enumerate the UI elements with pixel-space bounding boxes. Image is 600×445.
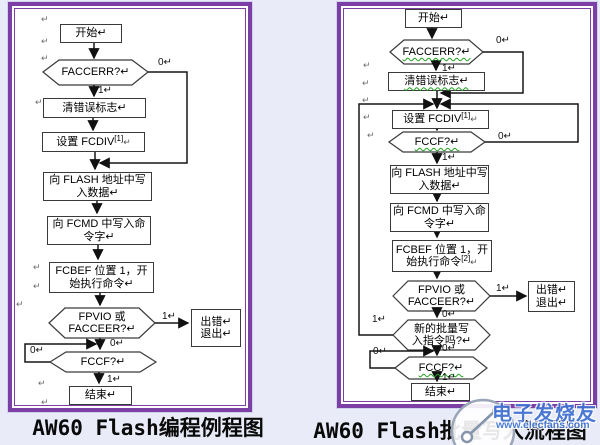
right-faccerr-one-branch: 1↵ [442,63,456,74]
left-fccf-decision: FCCF?↵ [80,355,126,368]
left-fpvio-decision: FPVIO 或 FACCEER?↵ [68,310,136,336]
left-set-fcdiv-step: 设置 FCDIV[1]↵ [42,132,145,152]
pilcrow-mark: ↵ [41,36,49,46]
right-fcbef-line2: 始执行命令[2]↵ [406,254,478,269]
left-faccerr-decision: FACCERR?↵ [43,60,148,85]
pilcrow-mark: ↵ [367,130,375,140]
right-fpvio-zero-branch: 0↵ [442,309,456,320]
left-faccerr-zero-branch: 0↵ [158,57,172,68]
left-set-fcdiv-superscript: [1] [114,133,124,143]
elecfans-watermark-url: www.elecfans.com [496,419,590,431]
right-fccf-one-branch: 1↵ [442,372,456,383]
left-fccf-zero-branch: 0↵ [30,345,44,356]
pilcrow-mark: ↵ [16,299,24,309]
right-flowchart-panel: 开始↵ FACCERR?↵ 清错误标志↵ 设置 FCDIV[1]↵ FCCF?↵… [337,2,597,408]
left-set-fcdiv-label: 设置 FCDIV[1]↵ [56,133,131,148]
right-error-exit-box: 出错↵ 退出↵ [528,281,575,312]
right-faccerr-decision: FACCERR?↵ [402,45,471,58]
left-error-exit-box: 出错↵ 退出↵ [191,309,241,347]
right-chart-caption: AW60 Flash批量写入流程图 [313,419,587,443]
left-fccf-one-branch: 1↵ [107,374,121,385]
pilcrow-mark: ↵ [362,78,370,88]
right-new-batch-one-branch: 1↵ [372,314,386,325]
pilcrow-mark: ↵ [41,53,49,63]
right-set-fcdiv-superscript: [1] [461,111,471,121]
pilcrow-mark: ↵ [33,281,41,291]
pilcrow-mark: ↵ [41,14,49,24]
left-faccerr-label: FACCERR?↵ [61,66,130,79]
right-start-terminal: 开始↵ [405,9,462,28]
left-end-terminal: 结束↵ [69,386,132,405]
right-fpvio-decision: FPVIO 或 FACCEER?↵ [407,283,476,309]
right-faccerr-zero-branch: 0↵ [496,35,510,46]
right-fccf-wait-decision: FCCF?↵ [414,135,460,148]
left-fpvio-one-branch: 1↵ [162,311,176,322]
right-end-terminal: 结束↵ [411,383,470,401]
right-set-fcdiv-label: 设置 FCDIV[1]↵ [403,111,478,126]
right-fpvio-one-branch: 1↵ [496,283,510,294]
pilcrow-mark: ↵ [363,60,371,70]
left-write-fcmd-step: 向 FCMD 中写入命 令字↵ [47,216,151,245]
left-flowchart-panel: 开始↵ FACCERR?↵ 清错误标志↵ 设置 FCDIV[1]↵ 向 FLAS… [8,2,252,412]
left-fcbef-step: FCBEF 位置 1，开 始执行命令↵ [49,262,154,293]
left-chart-caption: AW60 Flash编程例程图 [32,416,264,440]
right-new-batch-zero-branch: 0↵ [442,343,456,354]
pilcrow-mark: ↵ [33,262,41,272]
right-set-fcdiv-step: 设置 FCDIV[1]↵ [392,110,489,129]
right-clear-flag-step: 清错误标志↵ [388,72,485,91]
left-start-label: 开始↵ [75,27,107,40]
left-start-terminal: 开始↵ [60,24,122,43]
right-fccf-zero-branch: 0↵ [373,346,387,357]
right-fcbef-step: FCBEF 位置 1，开 始执行命令[2]↵ [392,240,492,272]
right-new-batch-decision: 新的批量写 入指令吗?↵ [411,322,472,348]
left-write-flash-step: 向 FLASH 地址中写 入数据↵ [43,172,152,201]
pilcrow-mark: ↵ [41,397,49,407]
right-fccf-wait-zero-branch: 0↵ [498,131,512,142]
elecfans-watermark-brand: 电子发烧友 [492,403,597,425]
right-fccf-wait-one-branch: 1↵ [442,152,456,163]
pilcrow-mark: ↵ [362,95,370,105]
pilcrow-mark: ↵ [363,112,371,122]
right-fccf-decision: FCCF?↵ [418,361,464,374]
left-clear-flag-label: 清错误标志↵ [62,101,127,114]
pilcrow-mark: ↵ [38,378,46,388]
right-fcbef-superscript: [2] [461,254,471,263]
left-flowchart-connectors [24,41,190,385]
right-write-flash-step: 向 FLASH 地址中写 入数据↵ [390,165,489,194]
pilcrow-mark: ↵ [35,97,43,107]
elecfans-logo-icon [450,398,516,445]
right-write-fcmd-step: 向 FCMD 中写入命 令字↵ [390,203,489,232]
right-flowchart-connectors [358,26,579,383]
left-fpvio-zero-branch: 0↵ [110,338,124,349]
left-faccerr-one-branch: 1↵ [98,85,112,96]
left-clear-flag-step: 清错误标志↵ [43,98,146,118]
